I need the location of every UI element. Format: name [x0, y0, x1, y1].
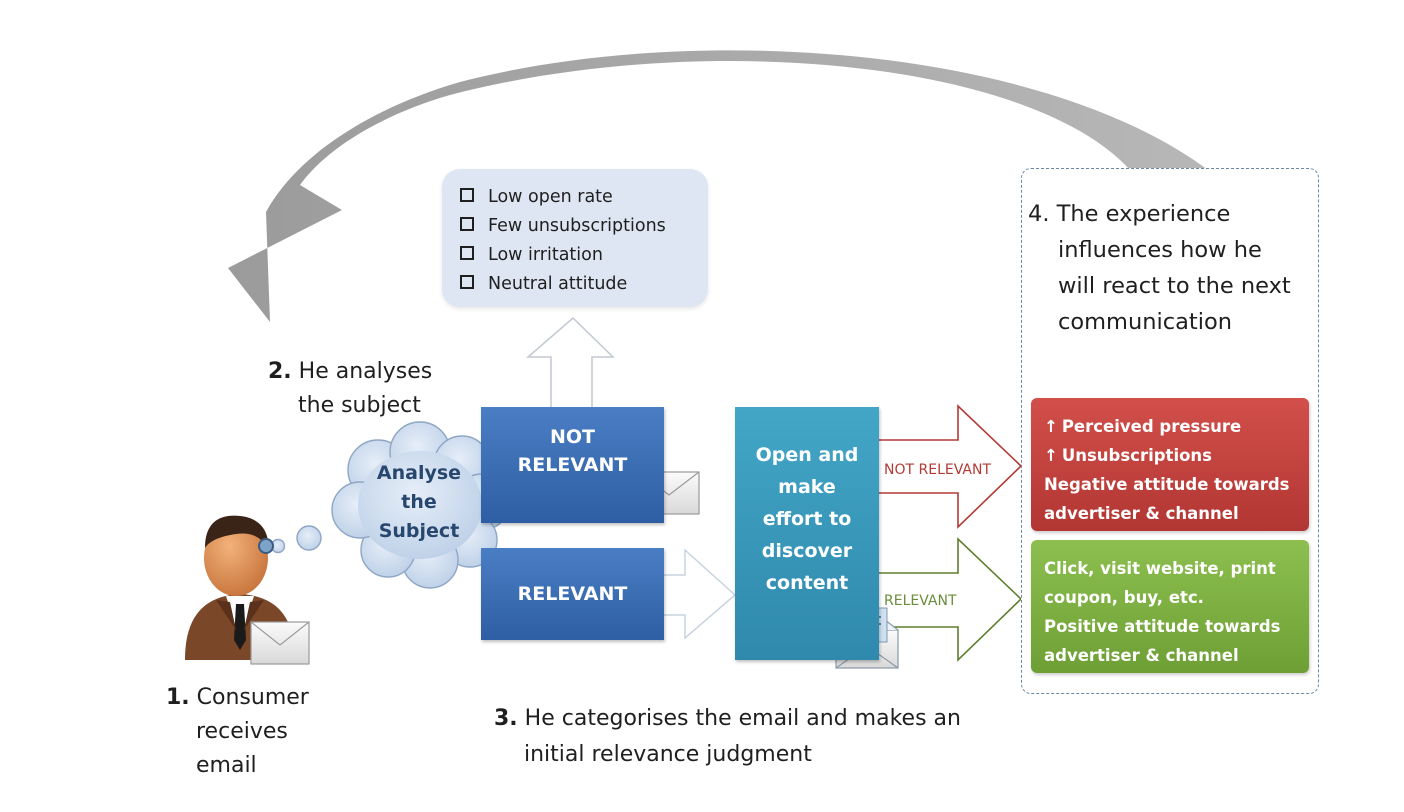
relevant-arrow-label: RELEVANT — [884, 593, 957, 609]
positive-result-line2: coupon, buy, etc. — [1044, 588, 1204, 607]
step2-line2: the subject — [298, 393, 421, 418]
negative-result-box: ↑Perceived pressure ↑Unsubscriptions Neg… — [1031, 398, 1309, 531]
outcome-item: Low irritation — [460, 241, 666, 270]
up-arrow-icon: ↑ — [1044, 446, 1058, 465]
negative-result-line4: advertiser & channel — [1044, 504, 1239, 523]
outcome-item: Neutral attitude — [460, 270, 666, 299]
not-relevant-box: NOT RELEVANT — [481, 407, 664, 523]
checkbox-icon — [460, 188, 474, 202]
thought-cloud-line1: Analyse — [376, 462, 462, 484]
step4-line3: will react to the next — [1058, 273, 1291, 299]
thought-cloud-label: Analyse the Subject — [363, 459, 475, 546]
up-arrow-icon: ↑ — [1044, 417, 1058, 436]
outcome-item: Low open rate — [460, 183, 666, 212]
negative-result-line2: ↑Unsubscriptions — [1044, 441, 1309, 470]
step3-label: 3. He categorises the email and makes an… — [494, 701, 961, 773]
up-arrow-outline — [525, 316, 615, 407]
step3-line2: initial relevance judgment — [524, 742, 812, 767]
negative-result-text: Perceived pressure — [1061, 417, 1242, 436]
step1-label: 1. Consumer receives email — [166, 681, 309, 783]
step2-line1: He analyses — [298, 359, 433, 384]
positive-result-line3: Positive attitude towards — [1044, 617, 1281, 636]
negative-result-line3: Negative attitude towards — [1044, 475, 1290, 494]
thought-cloud-line3: Subject — [378, 520, 460, 542]
outcome-item: Few unsubscriptions — [460, 212, 666, 241]
outcome-text: Neutral attitude — [488, 274, 628, 294]
negative-result-line1: ↑Perceived pressure — [1044, 412, 1309, 441]
step2-label: 2. He analyses the subject — [268, 355, 432, 423]
step3-line1: He categorises the email and makes an — [524, 706, 961, 731]
outcomes-list: Low open rate Few unsubscriptions Low ir… — [460, 183, 666, 299]
step4-label: 4. The experience influences how he will… — [1028, 196, 1291, 340]
step4-line2: influences how he — [1058, 237, 1262, 263]
step4-line1: The experience — [1056, 201, 1231, 227]
outcomes-box: Low open rate Few unsubscriptions Low ir… — [442, 169, 708, 307]
open-content-box: Open and make effort to discover content — [735, 407, 879, 660]
checkbox-icon — [460, 217, 474, 231]
step1-number: 1. — [166, 685, 190, 710]
step2-number: 2. — [268, 359, 292, 384]
open-content-label: Open and make effort to discover content — [755, 444, 859, 594]
relevant-box: RELEVANT — [481, 548, 664, 640]
not-relevant-label: NOT RELEVANT — [517, 426, 628, 476]
step1-line2: receives — [196, 719, 288, 744]
outcome-text: Low irritation — [488, 245, 603, 265]
thought-cloud-line2: the — [401, 491, 437, 513]
checkbox-icon — [460, 275, 474, 289]
step4-number: 4. — [1028, 201, 1050, 227]
not-relevant-arrow-label: NOT RELEVANT — [884, 462, 991, 478]
relevant-label: RELEVANT — [517, 583, 628, 605]
positive-result-line1: Click, visit website, print — [1044, 559, 1276, 578]
checkbox-icon — [460, 246, 474, 260]
negative-result-text: Unsubscriptions — [1061, 446, 1213, 465]
right-arrow-outline — [664, 548, 737, 640]
step1-line1: Consumer — [196, 685, 309, 710]
positive-result-box: Click, visit website, print coupon, buy,… — [1031, 540, 1309, 673]
consumer-envelope-icon — [250, 621, 310, 665]
step3-number: 3. — [494, 706, 518, 731]
positive-result-line4: advertiser & channel — [1044, 646, 1239, 665]
step1-line3: email — [196, 753, 257, 778]
outcome-text: Few unsubscriptions — [488, 216, 666, 236]
outcome-text: Low open rate — [488, 187, 613, 207]
step4-line4: communication — [1058, 309, 1233, 335]
